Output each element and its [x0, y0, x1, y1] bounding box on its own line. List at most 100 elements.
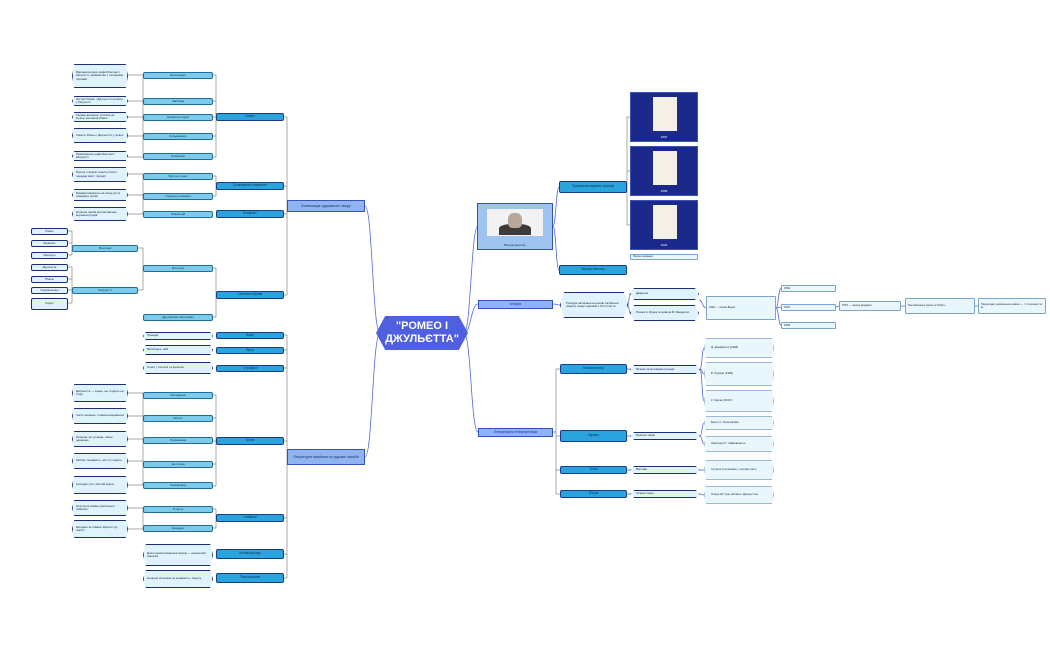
reception-opera-text: Опера Ш. Гуно «Ромео і Джульєтта» — [704, 486, 774, 504]
link-rec-0c — [699, 368, 705, 402]
character-1[interactable]: Бенволіо — [31, 240, 68, 247]
symbol-0-text: Отрута як символ фатальної помилки — [72, 500, 128, 516]
system-extra[interactable]: Другорядні персонажі — [143, 314, 213, 321]
link-rec-0a — [699, 347, 705, 370]
history-link-1[interactable]: 1597 — [781, 304, 836, 311]
node-tropes[interactable]: Тропи — [216, 437, 284, 445]
bracket-trope-leaves — [128, 392, 144, 486]
system-group-0[interactable]: Монтеккі — [143, 265, 213, 272]
rhyme-text: Білий вірш, ямб — [143, 345, 213, 355]
plot-item-0-text: Ворожнеча двох родів Монтеккі і Капулетт… — [72, 64, 128, 88]
system-group-0-sub[interactable]: Монтеккі — [72, 245, 138, 252]
motif-0[interactable]: Мотив фатуму — [216, 549, 284, 559]
bracket-leaves-2 — [128, 173, 144, 215]
root-node[interactable]: "РОМЕО І ДЖУЛЬЄТТА" — [376, 316, 468, 350]
symbol-0[interactable]: Отрута — [143, 506, 213, 513]
edition-image-1[interactable]: 1599 — [630, 146, 698, 196]
node-conflict[interactable]: Конфлікт — [216, 210, 284, 218]
history-sub-text: Поема А. Брука та новела М. Банделло — [630, 305, 699, 321]
trope-0[interactable]: Метафора — [143, 392, 213, 399]
trope-4[interactable]: Оксиморон — [143, 482, 213, 489]
offplot-item-0-text: Пролог у формі сонета стисло передає змі… — [72, 167, 128, 182]
trope-3[interactable]: Антитеза — [143, 461, 213, 468]
reception-group-0[interactable]: Кінематограф — [560, 364, 627, 374]
node-plot[interactable]: Сюжет — [216, 113, 284, 121]
reception-group-3-sub[interactable]: Оперні твори — [630, 490, 700, 498]
root-title: "РОМЕО І ДЖУЛЬЄТТА" — [385, 320, 459, 345]
system-group-1-sub[interactable]: Капулетті — [72, 287, 138, 294]
trope-4-text: Солодка туга, світлий морок — [72, 476, 128, 494]
conflict-item[interactable]: Зовнішній — [143, 211, 213, 218]
link-history-sub — [627, 293, 631, 306]
character-5[interactable]: Годувальниця — [31, 287, 68, 294]
bracket-group0 — [68, 230, 73, 256]
reception-group-0-sub[interactable]: Фільми за мотивами трагедії — [630, 365, 700, 374]
node-verse[interactable]: Строфіка — [216, 365, 284, 372]
plot-item-4-text: Примирення родів Монтеккі і Капулетті — [72, 151, 128, 161]
plot-item-4[interactable]: Розв'язка — [143, 153, 213, 160]
plot-item-1[interactable]: Зав'язка — [143, 98, 213, 105]
branch-artistic[interactable]: Літературні прийоми та художні засоби — [287, 449, 365, 465]
history-chain-0: 1562 — поема Брука — [706, 296, 776, 320]
plot-item-1-text: Зустріч Ромео і Джульєтти на балу у Капу… — [72, 96, 128, 106]
trope-1-text: Чисте кохання, страшна ворожнеча — [72, 408, 128, 424]
reception-group-2-sub[interactable]: Вистави — [630, 466, 700, 474]
node-offplot[interactable]: Позасюжетні елементи — [216, 182, 284, 190]
reception-group-1[interactable]: Музика — [560, 430, 627, 442]
link-history-text — [552, 303, 561, 306]
node-editions[interactable]: Прижиттєві видання трагедії — [559, 181, 627, 193]
history-link-0[interactable]: 1562 — [781, 285, 836, 292]
reception-group-2[interactable]: Театр — [560, 466, 627, 474]
author-portrait-card[interactable]: Вільям Шекспір — [477, 203, 553, 250]
reception-film-2: К. Карлеї (2013) — [704, 390, 774, 412]
link-chain-d — [835, 305, 840, 308]
history-chain-1: 1597 — перше видання — [839, 301, 901, 311]
link-chain-c — [775, 307, 782, 326]
history-text: Трагедія написана на основі італійської … — [560, 292, 628, 318]
plot-item-2[interactable]: Розвиток подій — [143, 114, 213, 121]
edition-image-0[interactable]: 1597 — [630, 92, 698, 142]
node-rhyme[interactable]: Вірш — [216, 347, 284, 354]
history-chain-3: Переклади українською мовою — І. Стешенк… — [978, 298, 1046, 314]
character-0[interactable]: Ромео — [31, 228, 68, 235]
plot-item-3[interactable]: Кульмінація — [143, 133, 213, 140]
plot-item-3-text: Смерть Ромео і Джульєтти у склепі — [72, 128, 128, 143]
node-system[interactable]: Система образів — [216, 291, 284, 299]
branch-history[interactable]: Історія — [478, 300, 553, 309]
link-chain-a — [775, 287, 782, 309]
motif-1[interactable]: Тема кохання — [216, 573, 284, 583]
character-2[interactable]: Меркуціо — [31, 252, 68, 259]
link-author-label — [552, 225, 560, 271]
trope-2[interactable]: Порівняння — [143, 437, 213, 444]
character-4[interactable]: Тібальт — [31, 276, 68, 283]
motif-0-text: Доля героїв визначена зіркою — нещасливі… — [143, 544, 213, 566]
offplot-item-1[interactable]: Сценічні ремарки — [143, 193, 213, 200]
reception-theatre-text: Сучасні постановки у театрах світу — [704, 460, 774, 480]
history-link-2[interactable]: 1599 — [781, 322, 836, 329]
character-extra[interactable]: Герцог — [31, 298, 68, 310]
node-genre[interactable]: Жанр — [216, 332, 284, 339]
offplot-item-0[interactable]: Пролог-сонет — [143, 173, 213, 180]
node-symbols[interactable]: Символи — [216, 514, 284, 522]
trope-1[interactable]: Епітет — [143, 415, 213, 422]
genre-text: Трагедія — [143, 332, 213, 340]
branch-composition[interactable]: Композиція художнього твору — [287, 200, 365, 212]
author-label[interactable]: Вільям Шекспір — [559, 265, 627, 275]
reception-group-3[interactable]: Опера — [560, 490, 627, 498]
symbol-1[interactable]: Кинджал — [143, 525, 213, 532]
motif-1-text: Кохання сильніше за ненависть і смерть — [143, 570, 213, 588]
history-sub-label[interactable]: Джерела — [630, 288, 699, 300]
trope-3-text: Любов і ненависть, життя і смерть — [72, 453, 128, 469]
branch-reception[interactable]: Літературна інтерпретація — [478, 428, 553, 437]
edition-image-2[interactable]: 1623 — [630, 200, 698, 250]
link-root-artistic — [364, 332, 381, 458]
reception-music-1: Увертюра П. Чайковського — [704, 436, 774, 452]
link-root-composition — [364, 205, 381, 334]
reception-group-1-sub[interactable]: Музичні твори — [630, 432, 700, 440]
bracket-editions — [626, 116, 630, 226]
plot-item-0[interactable]: Експозиція — [143, 72, 213, 79]
editions-note: Перше видання — [630, 254, 698, 260]
bracket-reception — [555, 368, 560, 495]
character-3[interactable]: Джульєтта — [31, 264, 68, 271]
